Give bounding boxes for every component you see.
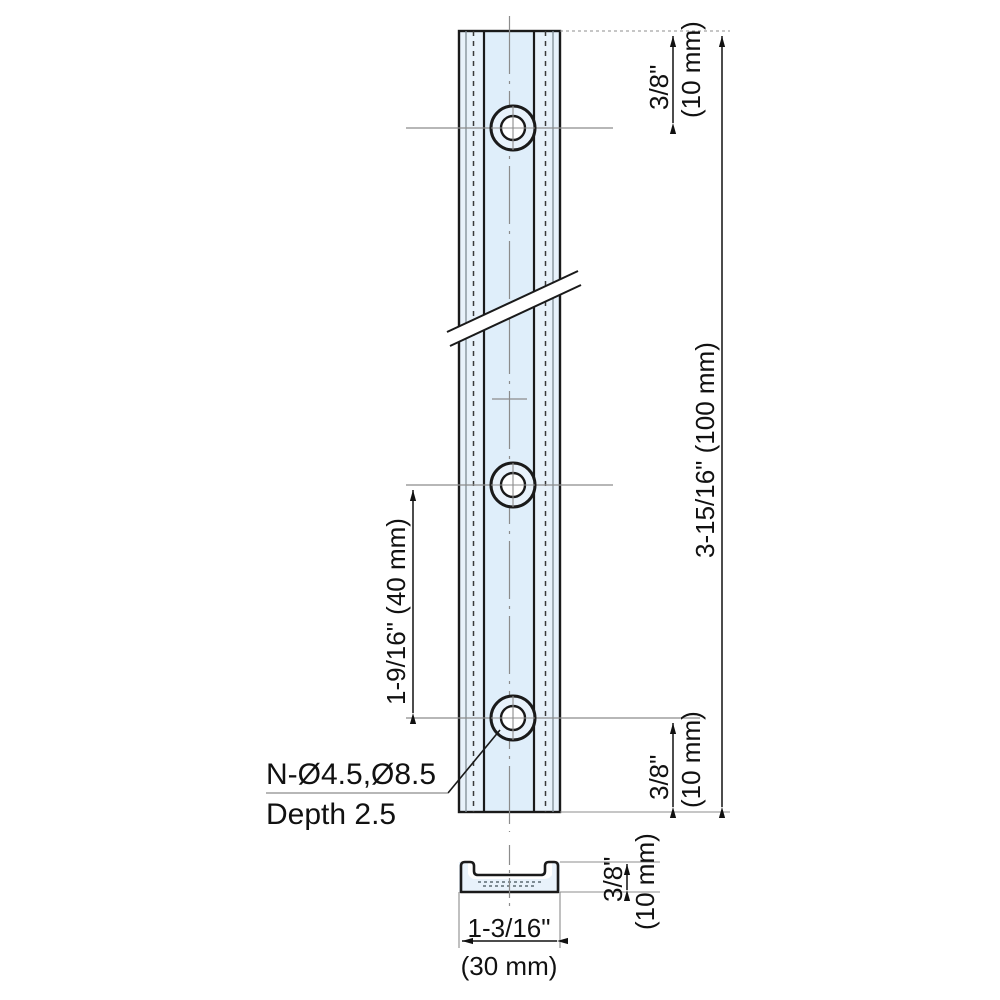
dimension-hole-pitch: 1-9/16" (40 mm) <box>381 490 417 724</box>
dimension-section-width: 1-3/16" (30 mm) <box>458 892 568 981</box>
dimension-label-metric: (10 mm) <box>676 711 706 808</box>
dimension-label-pitch: 1-9/16" (40 mm) <box>381 518 411 705</box>
dimension-label-metric: (10 mm) <box>630 833 660 930</box>
break-line-edge <box>449 284 582 347</box>
dimension-label-metric: (10 mm) <box>676 21 706 118</box>
callout-line-2: Depth 2.5 <box>266 798 396 831</box>
dimension-label-imperial: 3/8" <box>644 65 674 110</box>
hole-callout: N-Ø4.5,Ø8.5 Depth 2.5 <box>266 729 501 831</box>
dimension-section-height: 3/8" (10 mm) <box>560 833 660 930</box>
callout-line-1: N-Ø4.5,Ø8.5 <box>266 758 436 791</box>
section-outline <box>459 860 560 894</box>
front-elevation-view <box>406 16 700 832</box>
dimension-label-imperial: 1-3/16" <box>468 913 551 943</box>
dimension-top-edge-to-first-hole: 3/8" (10 mm) <box>560 21 730 134</box>
hole-top <box>406 104 613 152</box>
dimension-label-metric: (30 mm) <box>461 951 558 981</box>
dimension-label-overall: 3-15/16" (100 mm) <box>690 342 720 558</box>
break-line-symbol <box>446 270 582 347</box>
dimension-last-hole-to-bottom: 3/8" (10 mm) <box>644 711 706 818</box>
hole-bottom <box>406 694 700 742</box>
break-line-mask <box>447 271 581 346</box>
dimension-overall-length: 3-15/16" (100 mm) <box>560 36 730 818</box>
hole-middle <box>406 461 613 509</box>
dimension-label-imperial: 3/8" <box>644 755 674 800</box>
break-line-edge <box>446 270 579 333</box>
cross-section-view <box>459 845 560 910</box>
section-fill <box>459 862 560 892</box>
callout-leader-line <box>447 729 501 794</box>
dimension-label-imperial: 3/8" <box>598 857 628 902</box>
rail-internal-edges <box>465 31 554 812</box>
